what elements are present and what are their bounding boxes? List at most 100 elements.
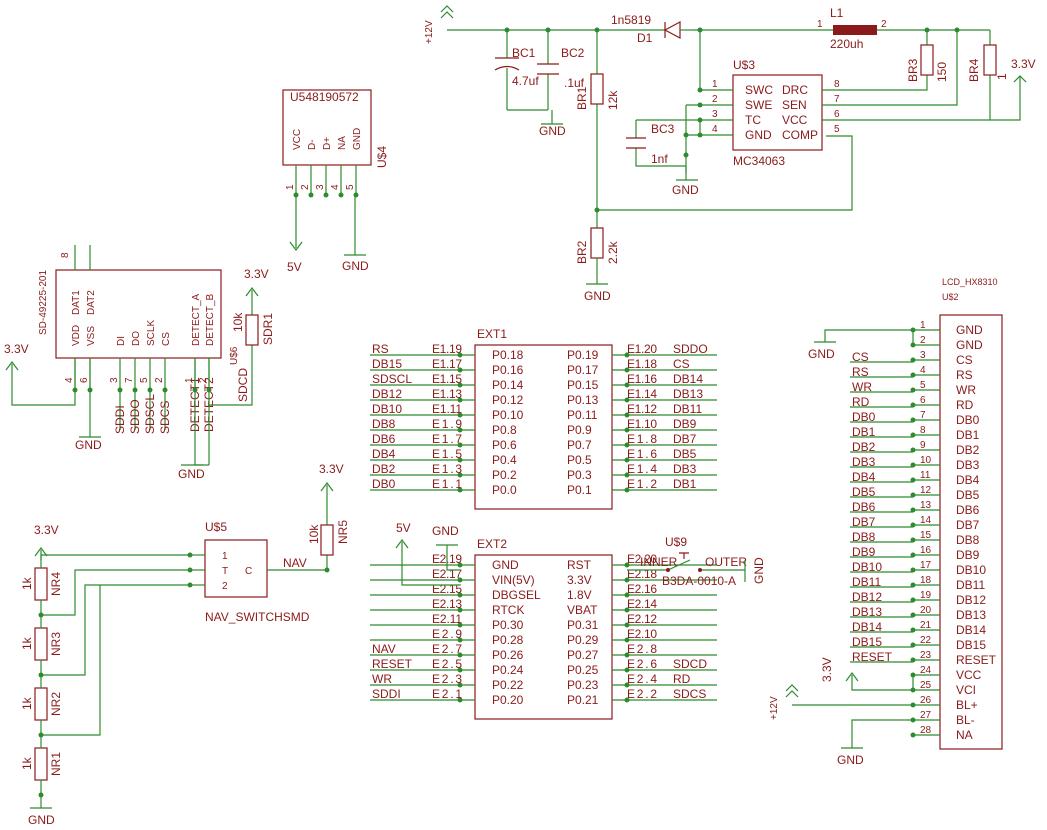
lcd-pin-name: DB11 (956, 578, 985, 592)
br2-resistor (590, 227, 604, 259)
br2-ref: BR2 (575, 240, 589, 264)
ext2-body (474, 554, 613, 720)
ext1-right-pin: E1.2 (627, 477, 657, 491)
sd-pin8: 8 (60, 252, 71, 258)
ext1-left-signal: P0.2 (492, 468, 517, 482)
ext1-left-net: DB6 (372, 432, 396, 446)
ext1-right-net: DB5 (673, 447, 697, 461)
ic-pin-num: 7 (834, 94, 840, 105)
sd-net-label: SDCD (236, 368, 250, 402)
usb-pin-dot (338, 192, 344, 198)
ext1-right-signal: P0.9 (567, 423, 592, 437)
lcd-pin-num: 20 (920, 605, 932, 616)
lcd-net-label: DB7 (852, 515, 876, 529)
nav-chain-value: 1k (20, 576, 34, 590)
ext1-left-signal: P0.10 (492, 408, 524, 422)
lcd-net-label: RS (852, 365, 869, 379)
ext2-left-pin: E2.5 (432, 657, 462, 671)
nav-chain-resistor (34, 627, 48, 661)
nav-chain-value: 1k (20, 696, 34, 710)
lcd-pin-name: DB4 (956, 473, 980, 487)
ext1-right-pin: E1.14 (627, 387, 657, 401)
usb-pin-name: NA (337, 136, 348, 150)
lcd-pin-num: 25 (920, 680, 932, 691)
nav-part: NAV_SWITCHSMD (205, 610, 310, 624)
ext2-left-net: NAV (372, 642, 396, 656)
lcd-pin-num: 14 (920, 515, 932, 526)
lcd-net-label: RD (852, 395, 870, 409)
sd-pin-num: 4 (64, 377, 75, 383)
ext2-right-signal: P0.23 (567, 678, 599, 692)
bc-gnd-label: GND (539, 124, 566, 138)
sd-ref: U$6 (229, 346, 240, 365)
sd-net-label: SDSCL (143, 394, 157, 434)
bc1-ref: BC1 (512, 46, 536, 60)
lcd-pin-name: DB5 (956, 488, 980, 502)
ext1-right-net: DB1 (673, 477, 697, 491)
br1-resistor (590, 73, 604, 105)
nav-net-label: NAV (283, 556, 307, 570)
ext1-left-signal: P0.14 (492, 378, 524, 392)
sd-pin-name: DETECT_A (191, 293, 202, 346)
ext2-right-net: SDCS (673, 687, 706, 701)
lcd-pin-num: 6 (920, 395, 926, 406)
ic-pin-name: SEN (782, 98, 807, 112)
sd-pin-name: SCLK (146, 320, 157, 346)
bc3-value: 1nf (651, 152, 668, 166)
lcd-net-label: DB8 (852, 530, 876, 544)
br4-value: 1 (995, 73, 1009, 80)
lcd-part: LCD_HX8310 (942, 277, 998, 287)
nav-chain-ref: NR1 (49, 752, 63, 776)
ext2-gnd-wire (436, 544, 460, 571)
sd-net-label: SDDO (128, 399, 142, 434)
ext2-right-pin: E2.4 (627, 672, 657, 686)
lcd-blm-wire (841, 719, 913, 749)
lcd-pin-num: 12 (920, 485, 932, 496)
lcd-pin-name: BL- (956, 713, 975, 727)
ic-pin-name: SWE (745, 98, 772, 112)
ic-pin-num: 6 (834, 109, 840, 120)
lcd-pin-num: 10 (920, 455, 932, 466)
ext1-right-pin: E1.20 (627, 342, 657, 356)
ext2-left-signal: GND (492, 558, 519, 572)
lcd-pin-name: DB3 (956, 458, 980, 472)
usb-pin-num: 1 (285, 184, 296, 190)
sd-pin-name: DETECT_B (205, 293, 216, 346)
usb-pin-dot (323, 192, 329, 198)
lcd-pin-num: 8 (920, 425, 926, 436)
usb-5v-label: 5V (287, 260, 302, 274)
ext2-left-signal: P0.30 (492, 618, 524, 632)
ext2-left-signal: P0.22 (492, 678, 524, 692)
nav-chain-value: 1k (20, 636, 34, 650)
usb-pin-name: VCC (292, 129, 303, 150)
ext1-right-net: SDDO (673, 342, 708, 356)
ext2-right-net: RD (673, 672, 691, 686)
ext1-body (474, 344, 613, 510)
sd-body (55, 269, 222, 359)
br4-resistor (983, 44, 997, 76)
lcd-net-label: DB9 (852, 545, 876, 559)
ext1-right-net: DB3 (673, 462, 697, 476)
ext1-left-net: SDSCL (372, 372, 412, 386)
lcd-net-label: DB15 (852, 635, 882, 649)
ic-pin-name: TC (745, 113, 761, 127)
bc1-plate-bottom (494, 65, 520, 71)
ext1-left-pin: E1.7 (432, 432, 462, 446)
switch-actuator (679, 552, 689, 559)
nav-pin-label: T (222, 566, 228, 577)
lcd-net-label: RESET (852, 650, 893, 664)
lcd-pin-num: 19 (920, 590, 932, 601)
sd-pin-num: 3 (109, 377, 120, 383)
lcd-pin-num: 27 (920, 710, 932, 721)
ext2-right-signal: P0.21 (567, 693, 599, 707)
ic-pin-name: COMP (782, 128, 818, 142)
lcd-pin-num: 16 (920, 545, 932, 556)
v12-supply-symbol (440, 5, 454, 19)
ic-pin-num: 1 (712, 79, 718, 90)
ext1-left-net: DB10 (372, 402, 402, 416)
